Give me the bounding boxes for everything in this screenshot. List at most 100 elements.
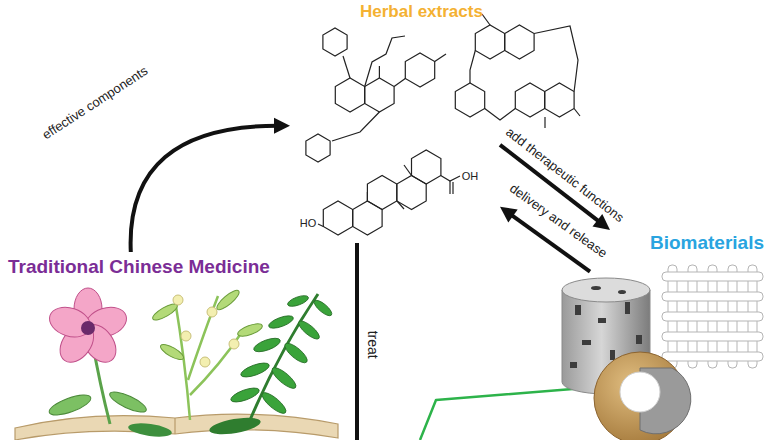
leaf bbox=[158, 342, 185, 363]
pore bbox=[598, 318, 606, 323]
sugar-ring bbox=[306, 134, 330, 162]
leaflet bbox=[282, 340, 310, 366]
action-label: treat bbox=[364, 331, 379, 359]
pore bbox=[575, 305, 581, 315]
treat-line bbox=[355, 243, 359, 440]
chem-bond bbox=[544, 117, 545, 128]
chem-bond bbox=[574, 109, 580, 117]
book-spine bbox=[174, 418, 175, 434]
book bbox=[15, 414, 338, 440]
ring-bond bbox=[353, 201, 382, 235]
pore bbox=[582, 340, 591, 345]
twig bbox=[188, 296, 218, 380]
ring-bond bbox=[455, 83, 484, 117]
ring-bond bbox=[397, 176, 426, 210]
chem-bond bbox=[397, 201, 404, 209]
chem-bond bbox=[394, 79, 405, 87]
fern-leaflets bbox=[229, 293, 334, 416]
arrow-head bbox=[274, 118, 290, 134]
leaflet bbox=[312, 298, 334, 318]
leaflet bbox=[252, 336, 282, 355]
leaflet bbox=[239, 360, 271, 380]
arrow-line bbox=[131, 126, 280, 252]
node-group: Herbal extracts bbox=[290, 2, 500, 240]
chem-bond bbox=[367, 192, 368, 201]
sugar-ring bbox=[323, 28, 347, 56]
node-heading: Traditional Chinese Medicine bbox=[8, 256, 341, 278]
leaflet bbox=[259, 390, 288, 417]
leaflet bbox=[229, 385, 261, 405]
berry bbox=[200, 357, 210, 367]
ring-bond bbox=[545, 83, 574, 117]
fiber bbox=[662, 292, 763, 301]
chem-bond bbox=[379, 66, 380, 78]
ring-bond bbox=[475, 25, 504, 59]
flow-arrow bbox=[131, 118, 290, 252]
pore bbox=[610, 350, 615, 360]
leaf bbox=[127, 421, 172, 439]
chem-bond bbox=[449, 181, 450, 194]
leaf bbox=[107, 388, 148, 416]
node-heading: Herbal extracts bbox=[360, 2, 496, 22]
fiber bbox=[662, 312, 763, 321]
ring-bond bbox=[405, 53, 434, 87]
atom-label: HO bbox=[300, 217, 317, 229]
chem-bond bbox=[318, 224, 323, 227]
chem-bond bbox=[534, 26, 578, 92]
flower bbox=[46, 288, 131, 369]
leaf bbox=[208, 415, 262, 438]
fiber bbox=[662, 272, 763, 281]
berry bbox=[173, 295, 183, 305]
chem-bond bbox=[343, 56, 350, 78]
edge-label: effective components bbox=[40, 64, 151, 143]
leaflet bbox=[286, 293, 309, 308]
berry bbox=[207, 307, 217, 317]
arrow-head bbox=[500, 207, 518, 223]
leaflet bbox=[267, 313, 295, 330]
node-group: Biomaterials bbox=[590, 230, 767, 438]
petal bbox=[46, 302, 95, 342]
fern-stem bbox=[250, 294, 318, 420]
berry bbox=[229, 339, 239, 349]
leaflet bbox=[269, 365, 298, 392]
leaf bbox=[47, 391, 93, 419]
ring-bond bbox=[335, 78, 364, 112]
leaf bbox=[236, 321, 264, 338]
ring-bond bbox=[323, 201, 352, 235]
atom-label: OH bbox=[462, 170, 479, 182]
chem-bond bbox=[404, 165, 412, 176]
leaflet bbox=[296, 318, 322, 342]
ring-bond bbox=[505, 25, 534, 59]
ring-bond bbox=[412, 150, 441, 184]
pore bbox=[591, 286, 601, 290]
ring-bond bbox=[365, 78, 394, 112]
mistletoe-leaves bbox=[151, 288, 264, 363]
sphere-core bbox=[620, 372, 660, 412]
leaf bbox=[214, 288, 241, 313]
mesh bbox=[662, 265, 763, 368]
berry bbox=[181, 331, 191, 341]
pore bbox=[636, 335, 642, 344]
chem-bond bbox=[435, 54, 446, 62]
ring-bond bbox=[515, 83, 544, 117]
flower-center bbox=[81, 321, 95, 335]
node-heading: Biomaterials bbox=[594, 232, 764, 254]
node-group: Traditional Chinese Medicine bbox=[5, 252, 345, 438]
fiber bbox=[662, 332, 763, 341]
chem-bond bbox=[332, 112, 379, 141]
chem-bond bbox=[365, 36, 405, 87]
chem-bond bbox=[485, 109, 516, 121]
pore bbox=[570, 362, 577, 368]
chem-bond bbox=[470, 51, 475, 84]
chem-bond bbox=[482, 14, 490, 25]
twig bbox=[175, 300, 190, 420]
twig bbox=[190, 332, 242, 395]
berries bbox=[173, 295, 239, 367]
chem-bond bbox=[452, 182, 453, 194]
edge-label: add therapeutic functions bbox=[503, 125, 627, 225]
chem-bond bbox=[441, 176, 460, 182]
fiber bbox=[662, 352, 763, 361]
